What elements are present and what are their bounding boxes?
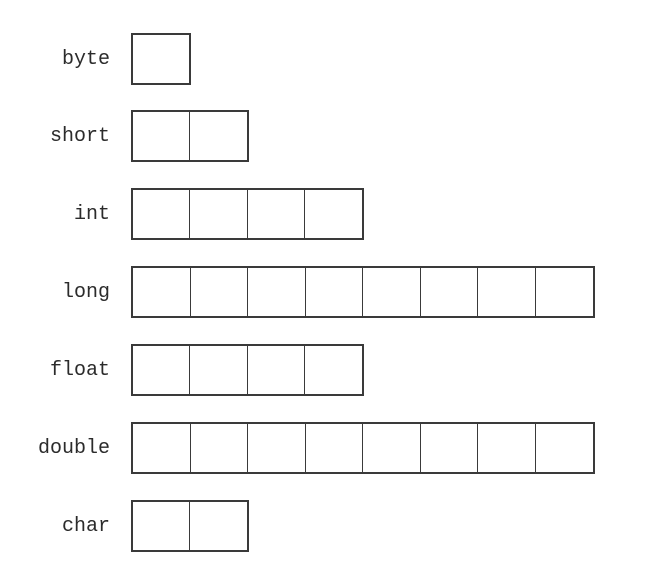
byte-cells-box — [131, 33, 191, 85]
byte-cell — [248, 190, 305, 238]
byte-cell — [248, 424, 306, 472]
byte-cell — [421, 424, 478, 472]
byte-cell — [306, 424, 363, 472]
type-label: short — [49, 125, 110, 148]
type-label: double — [37, 437, 110, 460]
byte-cell — [305, 190, 362, 238]
byte-cell — [190, 190, 248, 238]
byte-cell — [248, 346, 305, 394]
byte-cell — [133, 424, 191, 472]
byte-cell — [190, 502, 247, 550]
byte-cells-box — [131, 266, 595, 318]
byte-cell — [190, 346, 248, 394]
byte-cell — [421, 268, 478, 316]
type-row-3: long — [0, 266, 646, 320]
type-row-4: float — [0, 344, 646, 398]
byte-cell — [133, 268, 191, 316]
type-row-2: int — [0, 188, 646, 242]
byte-cell — [306, 268, 363, 316]
byte-cell — [133, 346, 191, 394]
byte-cell — [478, 268, 536, 316]
byte-cells-box — [131, 422, 595, 474]
byte-cell — [133, 35, 189, 83]
type-label: char — [61, 515, 110, 538]
type-row-1: short — [0, 110, 646, 164]
byte-cell — [536, 268, 594, 316]
byte-cell — [536, 424, 594, 472]
byte-cells-box — [131, 188, 364, 240]
byte-cell — [191, 424, 248, 472]
byte-cells-box — [131, 500, 249, 552]
byte-cell — [190, 112, 247, 160]
byte-cells-box — [131, 110, 249, 162]
type-label: long — [61, 281, 110, 304]
byte-cell — [191, 268, 248, 316]
type-row-5: double — [0, 422, 646, 476]
byte-cell — [133, 502, 190, 550]
byte-cells-box — [131, 344, 364, 396]
byte-cell — [363, 424, 421, 472]
byte-cell — [248, 268, 306, 316]
type-label: int — [73, 203, 110, 226]
byte-cell — [133, 112, 190, 160]
type-label: float — [49, 359, 110, 382]
type-row-6: char — [0, 500, 646, 554]
byte-cell — [133, 190, 191, 238]
byte-cell — [363, 268, 421, 316]
byte-cell — [305, 346, 362, 394]
type-row-0: byte — [0, 33, 646, 87]
byte-cell — [478, 424, 536, 472]
type-label: byte — [61, 48, 110, 71]
